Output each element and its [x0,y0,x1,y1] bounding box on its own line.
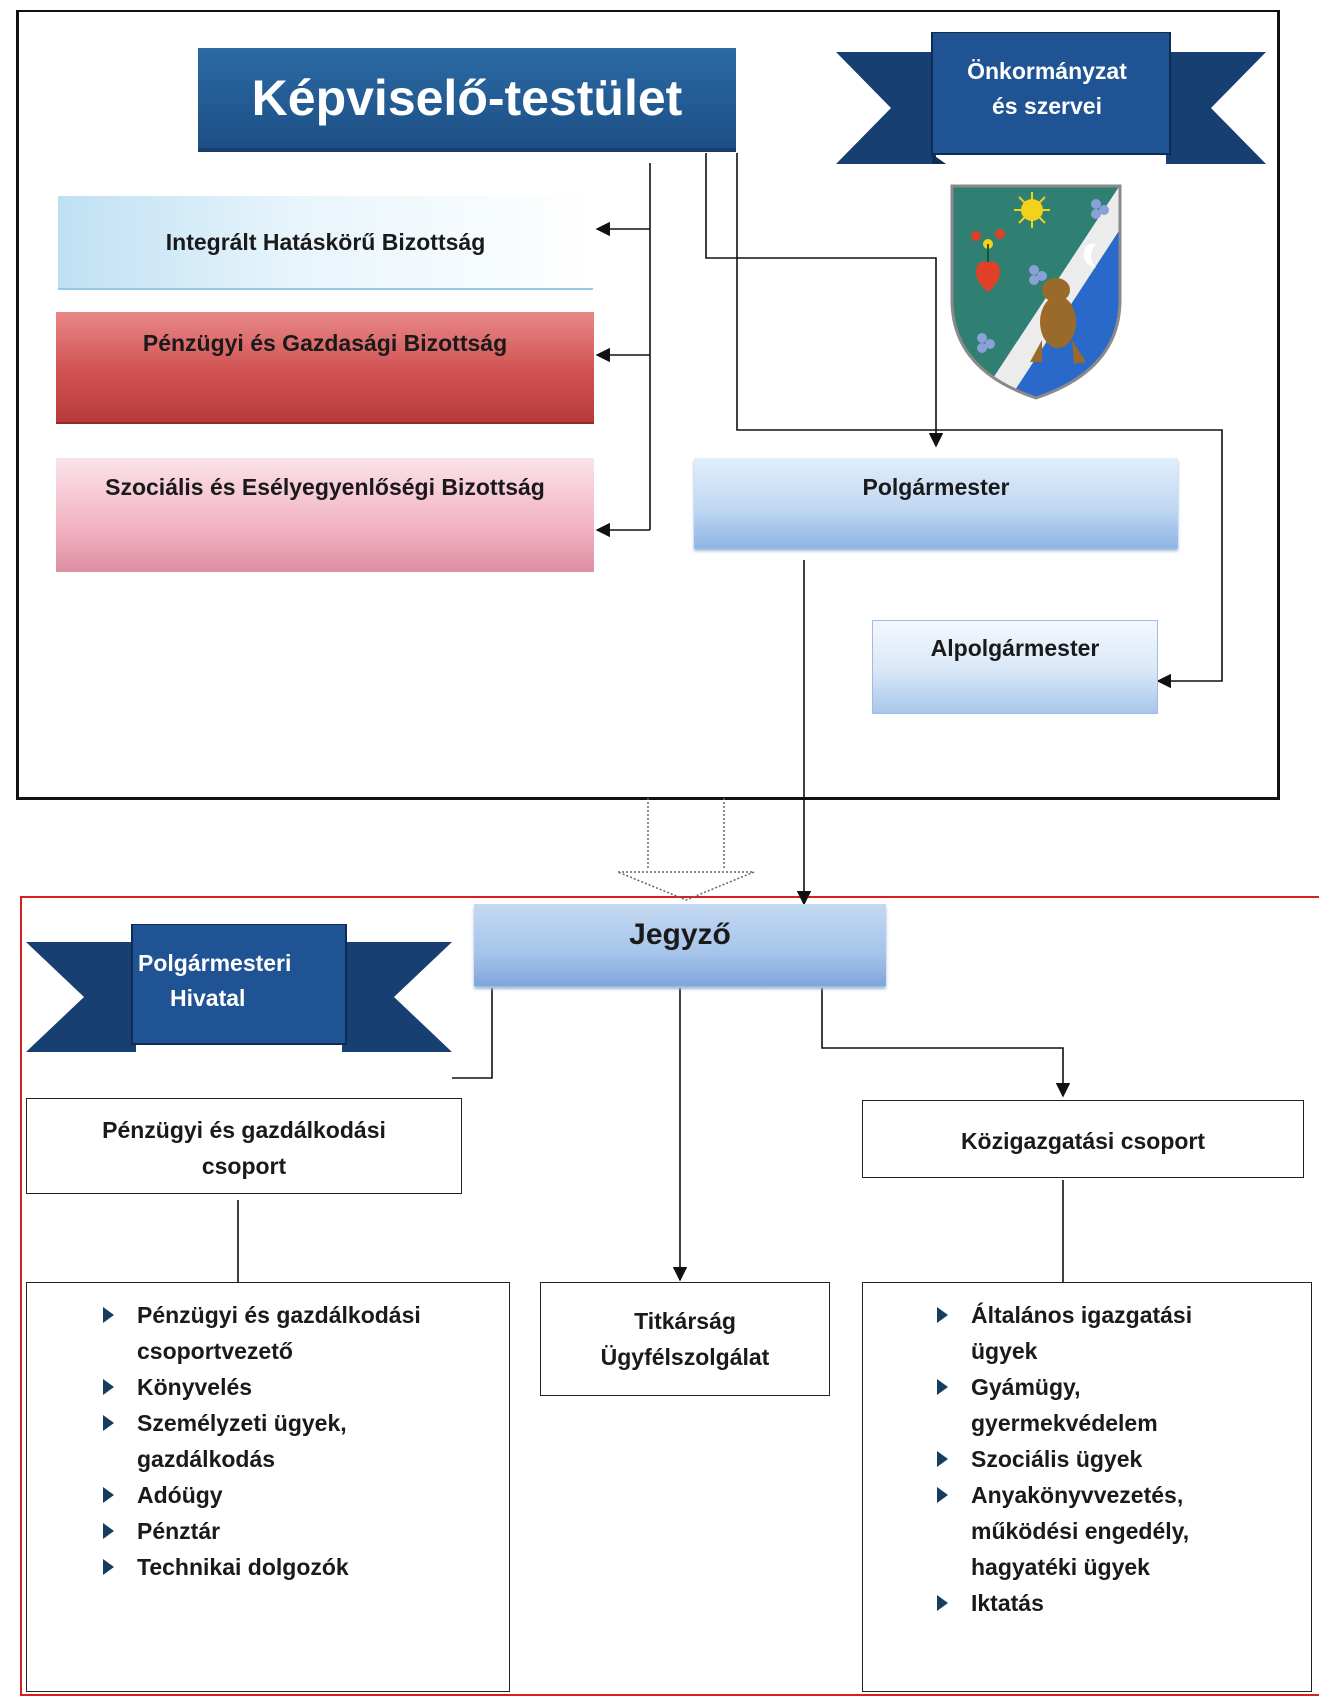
committee-integralt-label: Integrált Hatáskörű Bizottság [165,228,486,255]
committee-penzugyi-label: Pénzügyi és Gazdasági Bizottság [142,330,508,356]
list-item: Iktatás [933,1585,1311,1621]
delegation-hollow-arrow [617,798,755,901]
arrow-council-to-deputy [736,153,1223,689]
moon-icon [1083,243,1096,268]
mayor-label: Polgármester [862,474,1010,500]
arrow-notary-to-admin [821,988,1071,1098]
coat-of-arms-emblem [946,180,1126,404]
deputy-mayor-box: Alpolgármester [872,620,1158,714]
line-notary-to-finance [452,988,493,1079]
council-title-box: Képviselő-testület [198,48,736,148]
list-item: Technikai dolgozók [99,1549,509,1585]
sun-icon [1014,192,1050,228]
ribbon-bottom-line1: Polgármesteri [138,950,292,976]
list-item: Pénztár [99,1513,509,1549]
heart-flowers-icon [971,229,1005,292]
ribbon-top-line1: Önkormányzat [967,58,1127,84]
list-item: Anyakönyvvezetés,működési engedély,hagya… [933,1477,1311,1585]
ribbon-banner-bottom: Polgármesteri Hivatal [26,923,452,1060]
ribbon-shape [836,31,1266,164]
secretariat-line2: Ügyfélszolgálat [600,1344,770,1370]
notary-label: Jegyző [629,918,731,951]
list-item: Adóügy [99,1477,509,1513]
deputy-mayor-label: Alpolgármester [930,635,1100,661]
finance-group-label-line2: csoport [201,1153,287,1179]
grape-icon [977,199,1109,353]
admin-group-label: Közigazgatási csoport [960,1128,1206,1154]
list-item: Gyámügy,gyermekvédelem [933,1369,1311,1441]
ribbon-top-line2: és szervei [992,93,1102,119]
admin-group-box: Közigazgatási csoport [862,1100,1304,1178]
committee-penzugyi: Pénzügyi és Gazdasági Bizottság [56,312,594,422]
list-item: Szociális ügyek [933,1441,1311,1477]
committee-szocialis: Szociális és Esélyegyenlőségi Bizottság [56,458,594,572]
mayor-box: Polgármester [694,458,1178,548]
finance-group-box: Pénzügyi és gazdálkodási csoport [26,1098,462,1194]
committee-integralt: Integrált Hatáskörű Bizottság [58,196,593,290]
ribbon-shape [26,923,452,1052]
finance-group-label-line1: Pénzügyi és gazdálkodási [102,1117,386,1143]
ribbon-banner-top: Önkormányzat és szervei [836,31,1266,172]
notary-box: Jegyző [474,904,886,986]
secretariat-line1: Titkárság [634,1308,736,1334]
ribbon-bottom-line2: Hivatal [170,985,246,1011]
committee-szocialis-label: Szociális és Esélyegyenlőségi Bizottság [105,474,545,500]
walrus-icon [1030,278,1086,364]
list-item: Könyvelés [99,1369,509,1405]
secretariat-box: Titkárság Ügyfélszolgálat [540,1282,830,1396]
list-item: Személyzeti ügyek,gazdálkodás [99,1405,509,1477]
arrow-council-to-mayor [705,153,944,448]
council-title: Képviselő-testület [251,70,683,126]
